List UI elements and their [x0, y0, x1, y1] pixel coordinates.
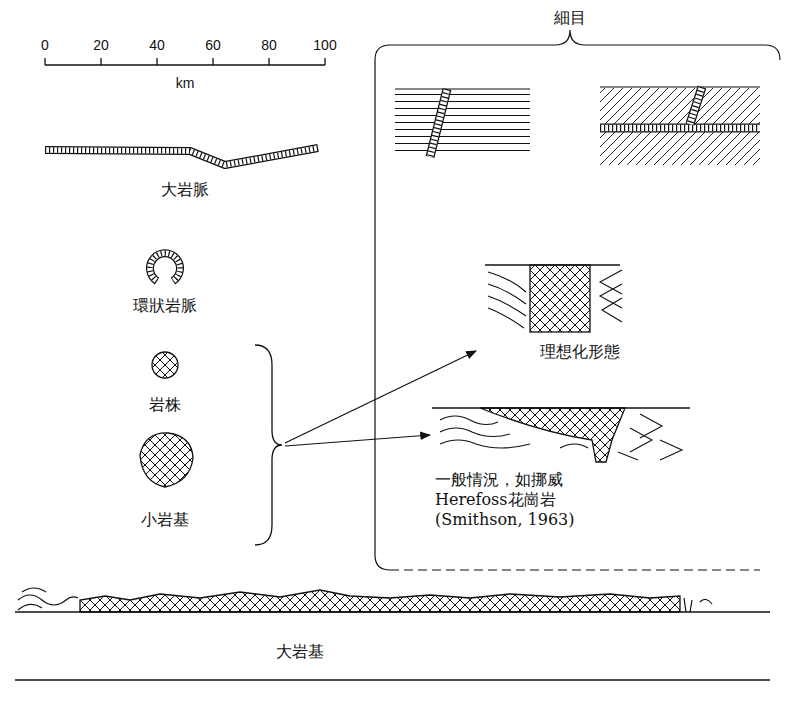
- shape-label: 環狀岩脈: [133, 296, 197, 315]
- sill-detail: [600, 87, 760, 165]
- figure-caption: 一般情況，如挪威 Herefoss花崗岩 (Smithson, 1963): [435, 470, 575, 530]
- pointer-arrow: [285, 351, 476, 446]
- stock-symbol: [152, 352, 178, 378]
- shape-label: 小岩基: [141, 510, 189, 529]
- scale-number: 80: [261, 37, 277, 54]
- idealized-stock: [485, 265, 622, 332]
- panel-heading: 細目: [554, 8, 586, 28]
- scale-number: 40: [149, 37, 165, 54]
- large-batholith: [15, 588, 770, 680]
- bracket: [255, 345, 282, 545]
- herefoss-granite: [432, 408, 690, 462]
- detail-panel: 細目理想化形態一般情況，如挪威 Herefoss花崗岩 (Smithson, 1…: [370, 45, 785, 572]
- shape-label: 大岩脈: [161, 180, 209, 199]
- detail-panel-outline: [375, 30, 780, 570]
- scale-bar: [45, 58, 325, 65]
- scale-number: 60: [205, 37, 221, 54]
- small-batholith-symbol: [140, 433, 193, 487]
- dike-detail: [395, 89, 530, 157]
- scale-unit: km: [176, 75, 195, 92]
- figure-caption: 理想化形態: [540, 342, 620, 362]
- shape-label: 大岩基: [276, 642, 324, 661]
- scale-number: 0: [41, 37, 49, 54]
- shape-label: 岩株: [149, 395, 181, 414]
- scale-number: 20: [93, 37, 109, 54]
- ring-dike-symbol: [150, 253, 180, 281]
- dike-symbol: [45, 148, 318, 165]
- scale-number: 100: [313, 37, 336, 54]
